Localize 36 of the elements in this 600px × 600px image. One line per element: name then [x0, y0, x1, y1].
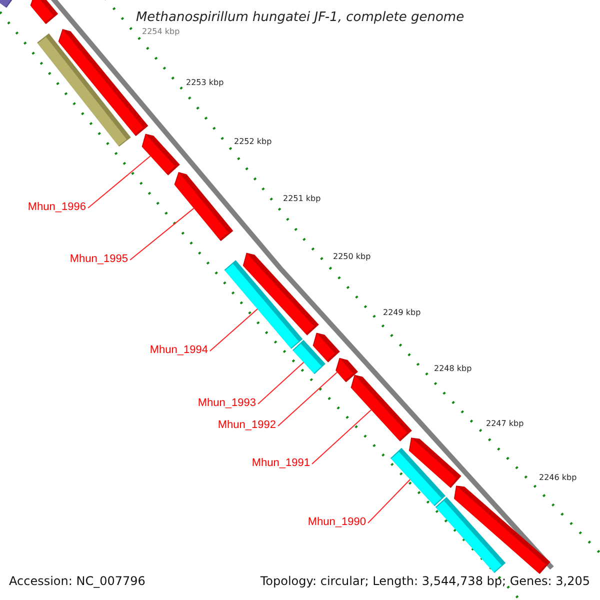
- scale-label: 2248 kbp: [434, 364, 472, 373]
- diagram-title: Methanospirillum hungatei JF-1, complete genome: [134, 10, 466, 25]
- leader-line: [258, 362, 304, 404]
- leader-line: [312, 409, 372, 464]
- gene-segment: [142, 134, 180, 176]
- gene-bar: [390, 448, 446, 506]
- leader-line: [210, 308, 258, 352]
- scale-label: 2246 kbp: [539, 473, 577, 482]
- gene-segment: [174, 172, 234, 242]
- gene-label: Mhun_1991: [252, 457, 310, 470]
- scale-label: 2250 kbp: [333, 252, 371, 261]
- gene-segment: [30, 0, 58, 24]
- scale-label: 2251 kbp: [283, 194, 321, 203]
- leader-line: [88, 156, 151, 208]
- gene-label: Mhun_1995: [70, 253, 128, 266]
- leader-line: [278, 372, 338, 426]
- scale-label: 2252 kbp: [234, 137, 272, 146]
- gene-bar: [0, 0, 14, 8]
- scale-label: 2254 kbp: [142, 27, 180, 36]
- gene-bar: [224, 260, 303, 349]
- scale-label: 2253 kbp: [186, 78, 224, 87]
- gene-label: Mhun_1992: [218, 419, 276, 432]
- gene-segment: [312, 332, 340, 362]
- scale-label: 2249 kbp: [383, 308, 421, 317]
- scale-label: 2247 kbp: [486, 419, 524, 428]
- gene-label: Mhun_1993: [198, 397, 256, 410]
- leader-line: [130, 208, 194, 260]
- leader-line: [368, 479, 411, 524]
- gene-label: Mhun_1996: [28, 201, 86, 214]
- gene-label: Mhun_1994: [150, 344, 208, 357]
- gene-segment: [350, 374, 412, 442]
- gene-label: Mhun_1990: [308, 516, 366, 529]
- accession-text: Accession: NC_007796: [9, 574, 146, 588]
- gene-segment: [454, 486, 550, 574]
- genome-info-text: Topology: circular; Length: 3,544,738 bp; Genes: 3,205: [260, 574, 590, 588]
- gene-segment: [336, 358, 358, 382]
